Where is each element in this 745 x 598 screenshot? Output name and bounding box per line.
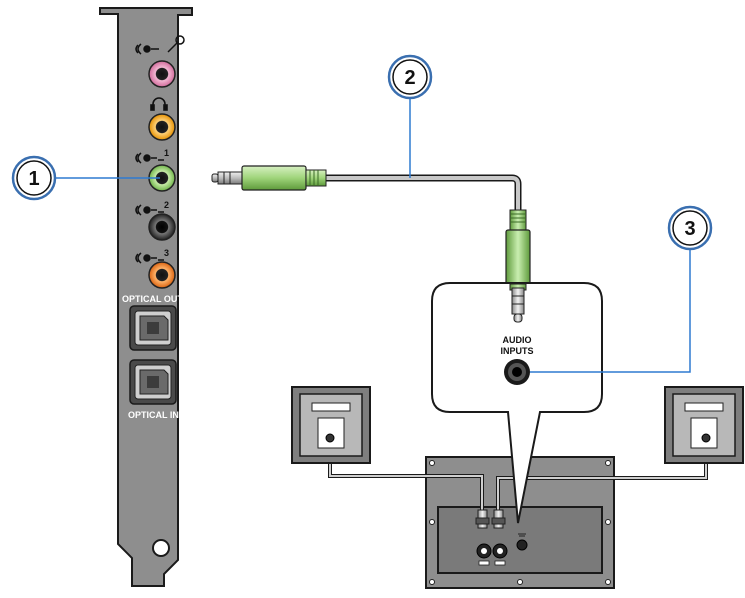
mic-jack-pink[interactable]	[148, 60, 176, 88]
audio-inputs-zoom-bubble	[431, 282, 603, 524]
headphone-icon	[150, 97, 168, 111]
jack-number-1: 1	[164, 148, 169, 158]
rca-plug-right	[491, 509, 506, 529]
callout-1: 1	[11, 155, 57, 201]
callout-3-leader	[530, 248, 691, 373]
satellite-speaker-right	[664, 386, 744, 464]
callout-1-number: 1	[28, 168, 39, 190]
callout-3: 3	[667, 205, 713, 251]
audio-inputs-label-line1: AUDIO	[503, 335, 532, 345]
callout-2-number: 2	[404, 67, 415, 89]
audio-input-jack-back[interactable]	[516, 539, 528, 551]
line-out-jack-3-orange[interactable]	[148, 261, 176, 289]
mic-icon	[135, 35, 185, 55]
optical-in-port[interactable]	[129, 359, 177, 405]
optical-in-label: OPTICAL IN	[128, 410, 179, 420]
speaker-out-icon-3	[135, 252, 157, 264]
audio-cable	[325, 174, 522, 212]
audio-inputs-label-line2: INPUTS	[500, 346, 533, 356]
callout-3-number: 3	[684, 218, 695, 240]
jack-number-2: 2	[164, 200, 169, 210]
speaker-out-icon-2	[135, 204, 157, 216]
optical-out-port[interactable]	[129, 305, 177, 351]
line-out-jack-2-black[interactable]	[148, 213, 176, 241]
callout-2: 2	[387, 54, 433, 100]
cable-plug-card-end	[211, 165, 327, 191]
satellite-speaker-left	[291, 386, 371, 464]
speaker-out-icon-1	[135, 152, 157, 164]
speaker-left-terminal[interactable]	[325, 433, 335, 443]
speaker-right-terminal[interactable]	[701, 433, 711, 443]
sound-card-bracket	[99, 7, 193, 587]
plug-tip-in-bubble	[509, 283, 527, 323]
audio-inputs-jack[interactable]	[504, 359, 530, 385]
mounting-hole	[152, 539, 170, 557]
optical-out-label: OPTICAL OUT	[122, 294, 183, 304]
rca-plug-left	[475, 509, 490, 529]
jack-number-3: 3	[164, 248, 169, 258]
headphone-jack-orange[interactable]	[148, 113, 176, 141]
